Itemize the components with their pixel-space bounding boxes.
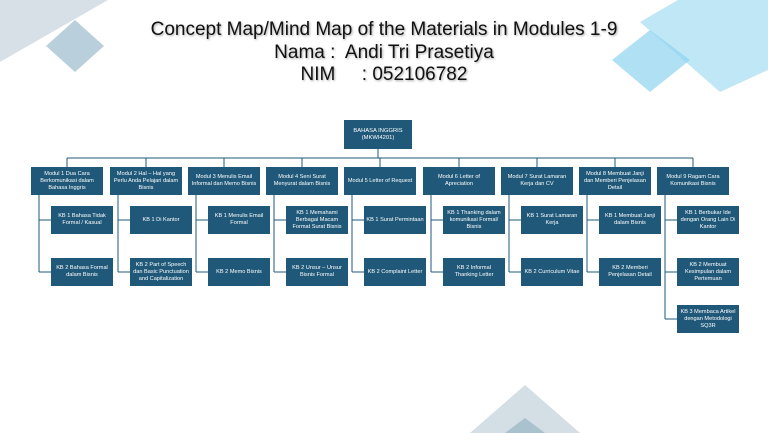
module-6-node: Modul 6 Letter of Apreciation: [423, 167, 495, 195]
module-5-kb-1-node: KB 1 Surat Permintaan: [364, 206, 426, 234]
module-3-kb-2-node: KB 2 Memo Bisnis: [208, 258, 270, 286]
module-8-kb-1-node: KB 1 Membuat Janji dalam Bisnis: [599, 206, 661, 234]
module-9-kb-3-node: KB 3 Membaca Artikel dengan Metodologi S…: [677, 305, 739, 333]
module-1-kb-1-node: KB 1 Bahasa Tidak Formal / Kasual: [51, 206, 113, 234]
root-code: (MKWI4201): [361, 134, 395, 141]
title-block: Concept Map/Mind Map of the Materials in…: [0, 19, 768, 87]
module-6-kb-2-node: KB 2 Informal Thanking Letter: [443, 258, 505, 286]
module-7-node: Modul 7 Surat Lamaran Kerja dan CV: [501, 167, 573, 195]
module-9-node: Modul 9 Ragam Cara Komunikasi Bisnis: [657, 167, 729, 195]
module-3-node: Modul 3 Menulis Email Informal dan Memo …: [188, 167, 260, 195]
main-title: Concept Map/Mind Map of the Materials in…: [150, 19, 618, 40]
root-node: BAHASA INGGRIS (MKWI4201): [344, 120, 412, 149]
module-3-kb-1-node: KB 1 Menulis Email Formal: [208, 206, 270, 234]
module-2-kb-1-node: KB 1 Di Kantor: [130, 206, 192, 234]
module-2-node: Modul 2 Hal – Hal yang Perlu Anda Pelaja…: [110, 167, 182, 195]
nim-line: NIM : 052106782: [300, 64, 468, 85]
module-8-node: Modul 8 Membuat Janji dan Memberi Penjel…: [579, 167, 651, 195]
module-4-node: Modul 4 Seni Surat Menyurat dalam Bisnis: [266, 167, 338, 195]
module-5-kb-2-node: KB 2 Complaint Letter: [364, 258, 426, 286]
module-1-node: Modul 1 Dua Cara Berkomunikasi dalam Bah…: [31, 167, 103, 195]
module-8-kb-2-node: KB 2 Memberi Penjelasan Detail: [599, 258, 661, 286]
module-4-kb-2-node: KB 2 Unsur – Unsur Bisnis Formal: [286, 258, 348, 286]
module-5-node: Modul 5 Letter of Request: [344, 167, 416, 195]
module-9-kb-1-node: KB 1 Berbukar Ide dengan Orang Lain Di K…: [677, 206, 739, 234]
module-1-kb-2-node: KB 2 Bahasa Formal dalam Bisnis: [51, 258, 113, 286]
module-2-kb-2-node: KB 2 Part of Speech dan Basic Punctuatio…: [130, 258, 192, 286]
name-line: Nama : Andi Tri Prasetiya: [274, 41, 494, 63]
module-7-kb-1-node: KB 1 Surat Lamaran Kerja: [521, 206, 583, 234]
module-6-kb-1-node: KB 1 Thanking dalam komunikasi Formal/ B…: [443, 206, 505, 234]
module-7-kb-2-node: KB 2 Curriculum Vitae: [521, 258, 583, 286]
module-4-kb-1-node: KB 1 Memahami Berbagai Macam Format Sura…: [286, 206, 348, 234]
root-title: BAHASA INGGRIS: [353, 127, 403, 134]
module-9-kb-2-node: KB 2 Membuat Kesimpulan dalam Pertemuan: [677, 258, 739, 286]
